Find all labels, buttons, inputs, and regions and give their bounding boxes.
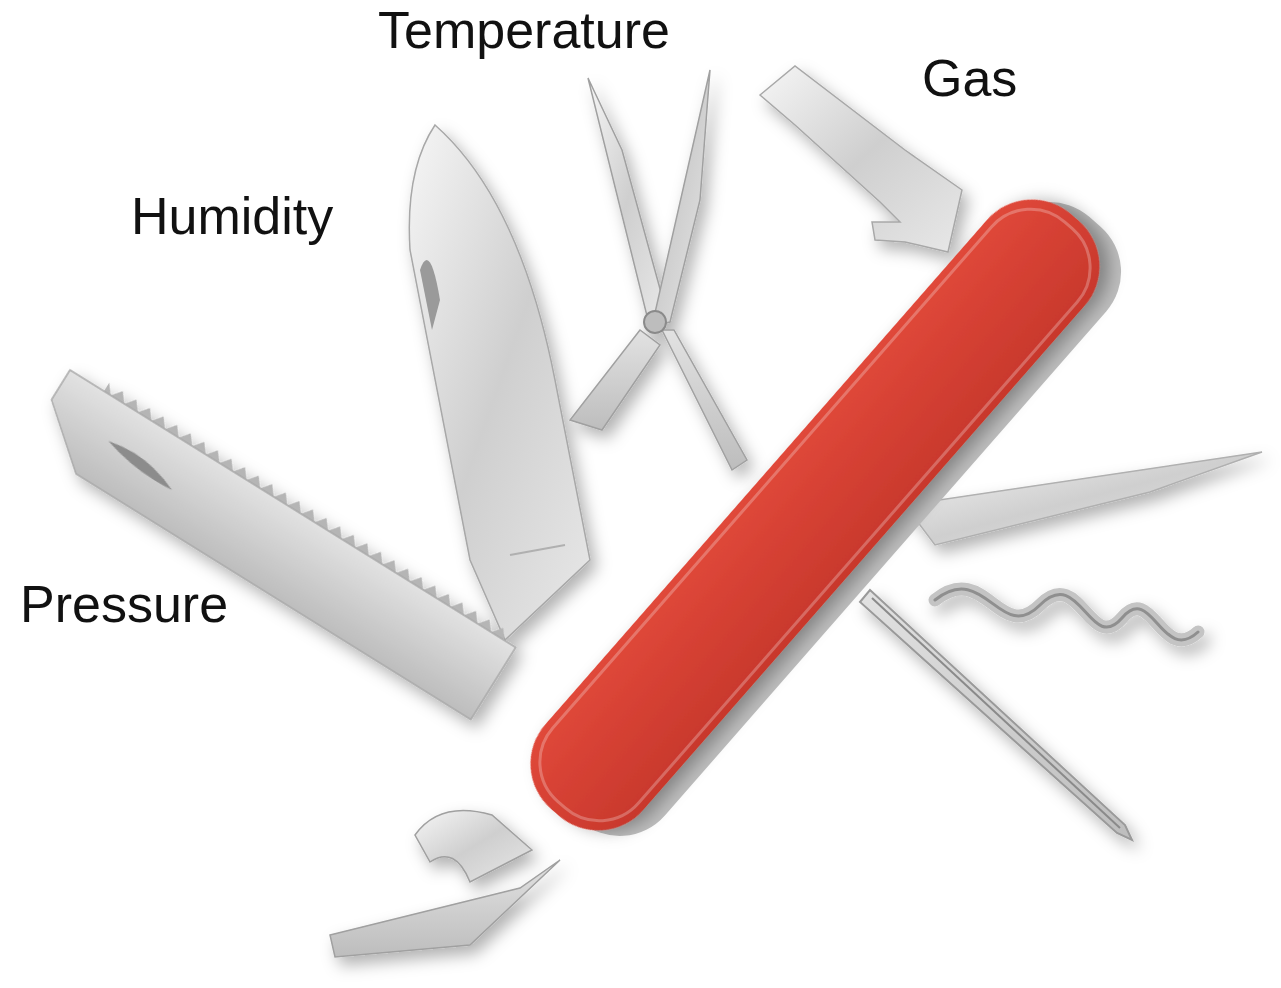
can-opener (330, 860, 560, 957)
red-handle (506, 175, 1124, 855)
can-opener-hook (415, 811, 532, 883)
sensor-label: Temperature (378, 4, 670, 56)
saw (25, 361, 521, 720)
handle-highlight (519, 188, 1112, 842)
tools (25, 66, 1262, 957)
corkscrew (935, 589, 1198, 640)
nail-nick (104, 438, 179, 491)
sensor-label: Pressure (20, 578, 228, 630)
scissor-arm (662, 330, 747, 470)
nail-nick (420, 260, 440, 330)
corkscrew-edge (935, 589, 1198, 640)
scissor-pivot (644, 311, 666, 333)
blade-line (510, 545, 565, 555)
handle (506, 167, 1146, 868)
sensor-label: Gas (922, 52, 1017, 104)
large-blade (409, 125, 590, 640)
scissor-blade (588, 78, 668, 320)
scissor-arm (570, 330, 660, 430)
awl (860, 590, 1132, 840)
scissor-blade (652, 70, 710, 326)
saw-blade (25, 370, 516, 720)
awl-edge (872, 598, 1120, 828)
sensor-label: Humidity (131, 190, 333, 242)
